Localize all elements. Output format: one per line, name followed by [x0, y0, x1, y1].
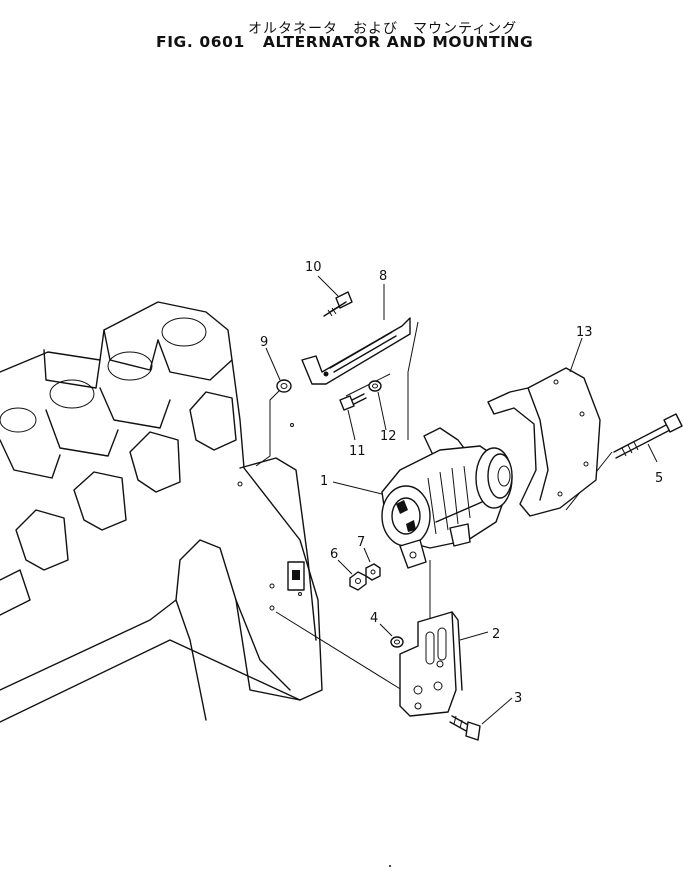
stray-mark: [389, 865, 391, 867]
part-washer-12: [368, 380, 382, 392]
callout-12: 12: [380, 429, 397, 444]
callout-1: 1: [320, 474, 328, 489]
part-adjusting-bar-8: [301, 317, 411, 385]
callout-3: 3: [514, 691, 522, 706]
callout-4: 4: [370, 611, 378, 626]
figure-title: FIG. 0601 ALTERNATOR AND MOUNTING: [156, 33, 533, 51]
callout-11: 11: [349, 444, 366, 459]
figure-title-japanese: オルタネータ および マウンティング: [248, 21, 518, 37]
callout-labels: 1 2 3 4 5 6 7 8 9 10 11 12 13: [260, 260, 663, 706]
callout-5: 5: [655, 471, 663, 486]
part-belt-guard-13: [487, 367, 601, 517]
part-bracket-2: [399, 611, 463, 717]
part-alternator-1: [381, 427, 513, 569]
engine-block: [0, 301, 323, 723]
part-nut-6: [349, 571, 367, 591]
callout-9: 9: [260, 335, 268, 350]
callout-7: 7: [357, 535, 365, 550]
part-washer-9: [276, 379, 292, 393]
callout-13: 13: [576, 325, 593, 340]
figure-number: FIG. 0601: [156, 33, 245, 51]
callout-leaders: [265, 275, 658, 725]
part-bolt-11: [339, 393, 367, 411]
part-nut-7: [365, 563, 381, 581]
callout-2: 2: [492, 627, 500, 642]
callout-6: 6: [330, 547, 338, 562]
part-bolt-3: [449, 715, 481, 741]
part-bolt-10: [323, 291, 353, 317]
callout-10: 10: [305, 260, 322, 275]
assembly-leader-lines: [255, 321, 613, 691]
part-washer-4: [390, 636, 404, 648]
callout-8: 8: [379, 269, 387, 284]
figure-title-english: ALTERNATOR AND MOUNTING: [262, 33, 534, 51]
part-long-bolt-5: [613, 413, 683, 459]
